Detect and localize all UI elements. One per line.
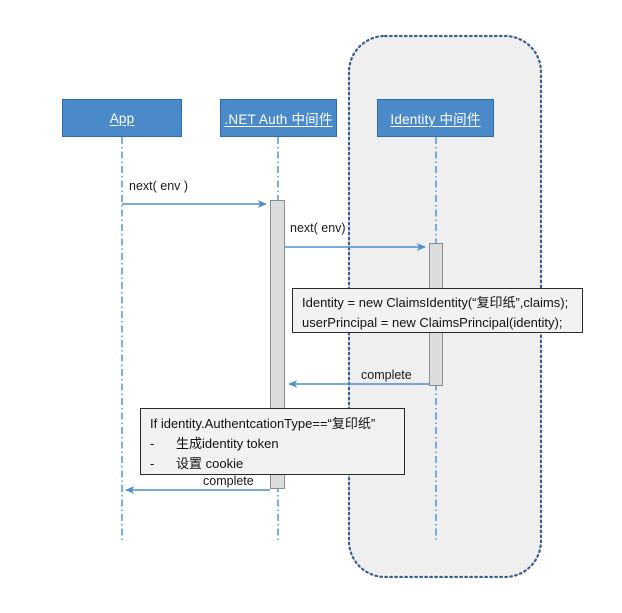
lifeline-label-netauth: .NET Auth 中间件	[224, 112, 333, 127]
lifeline-label-identity: Identity 中间件	[390, 112, 481, 127]
message-label-next-env-2: next( env)	[290, 221, 346, 235]
note-if-bullet-2: - 设置 cookie	[150, 454, 395, 474]
note-if-bullet-2-text: 设置 cookie	[176, 456, 244, 472]
lifeline-header-netauth[interactable]: .NET Auth 中间件	[220, 99, 337, 137]
note-claims-identity-code: Identity = new ClaimsIdentity(“复印纸”,clai…	[292, 288, 583, 333]
message-label-complete-1: complete	[361, 368, 412, 382]
message-label-next-env-1: next( env )	[129, 179, 189, 193]
lifeline-header-app[interactable]: App	[62, 99, 182, 137]
note-if-title: If identity.AuthentcationType==“复印纸”	[150, 416, 376, 431]
lifeline-header-identity[interactable]: Identity 中间件	[377, 99, 494, 137]
note-if-bullet-2-dash: -	[150, 456, 155, 472]
note-if-bullet-1: - 生成identity token	[150, 434, 395, 454]
note-if-bullet-1-dash: -	[150, 436, 155, 452]
message-label-complete-2: complete	[203, 474, 254, 488]
lifeline-label-app: App	[109, 110, 135, 126]
note-if-authentication-type: If identity.AuthentcationType==“复印纸” - 生…	[140, 408, 405, 475]
note-code-line-2: userPrincipal = new ClaimsPrincipal(iden…	[302, 315, 563, 331]
note-code-line-1: Identity = new ClaimsIdentity(“复印纸”,clai…	[302, 295, 569, 310]
note-if-bullet-1-text: 生成identity token	[176, 436, 279, 452]
